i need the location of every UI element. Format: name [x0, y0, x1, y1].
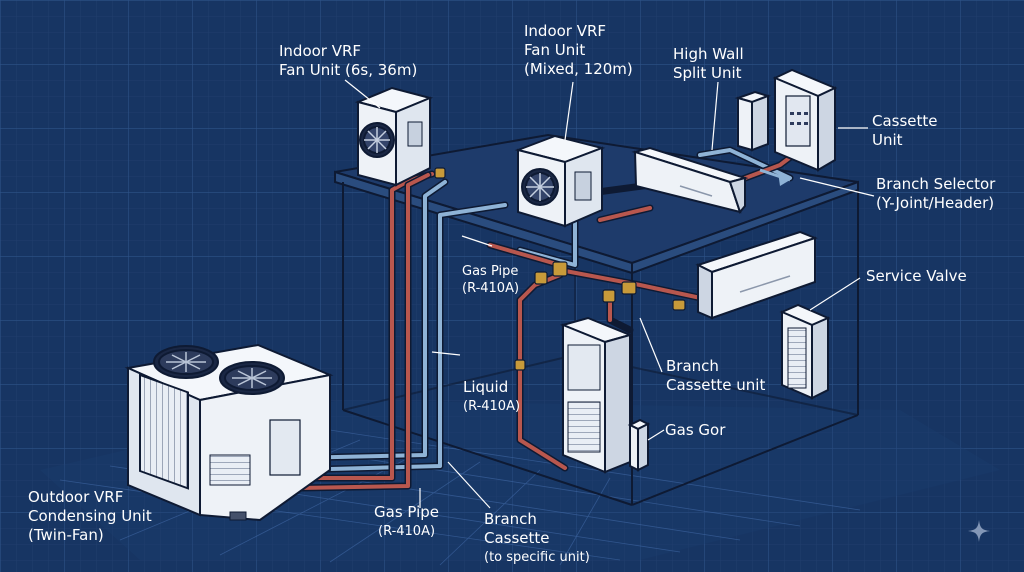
flow-arrow	[759, 168, 791, 186]
label-liquid: Liquid(R-410A)	[463, 378, 521, 414]
label-gas-pipe-lower: Gas Pipe(R-410A)	[374, 503, 440, 539]
leader-lines	[344, 79, 875, 509]
high-wall-split-unit-right	[695, 230, 818, 320]
wall-vent-panel	[734, 90, 772, 152]
gas-gor-box	[627, 418, 651, 472]
cassette-unit-top	[772, 68, 838, 172]
label-gas-pipe-upper: Gas Pipe(R-410A)	[462, 264, 520, 296]
label-gas-gor: Gas Gor	[665, 421, 726, 439]
branch-fittings	[434, 167, 686, 371]
service-valve-panel	[779, 303, 831, 400]
high-wall-split-unit-top	[631, 146, 749, 215]
indoor-vrf-fan-unit-1	[354, 86, 434, 187]
label-service-valve: Service Valve	[866, 267, 967, 285]
floor-cassette-unit	[559, 316, 634, 474]
indoor-vrf-fan-unit-2	[514, 134, 606, 228]
sparkle-icon	[968, 520, 990, 542]
label-branch-selector: Branch Selector(Y-Joint/Header)	[876, 175, 996, 212]
outdoor-condensing-unit	[124, 343, 334, 522]
